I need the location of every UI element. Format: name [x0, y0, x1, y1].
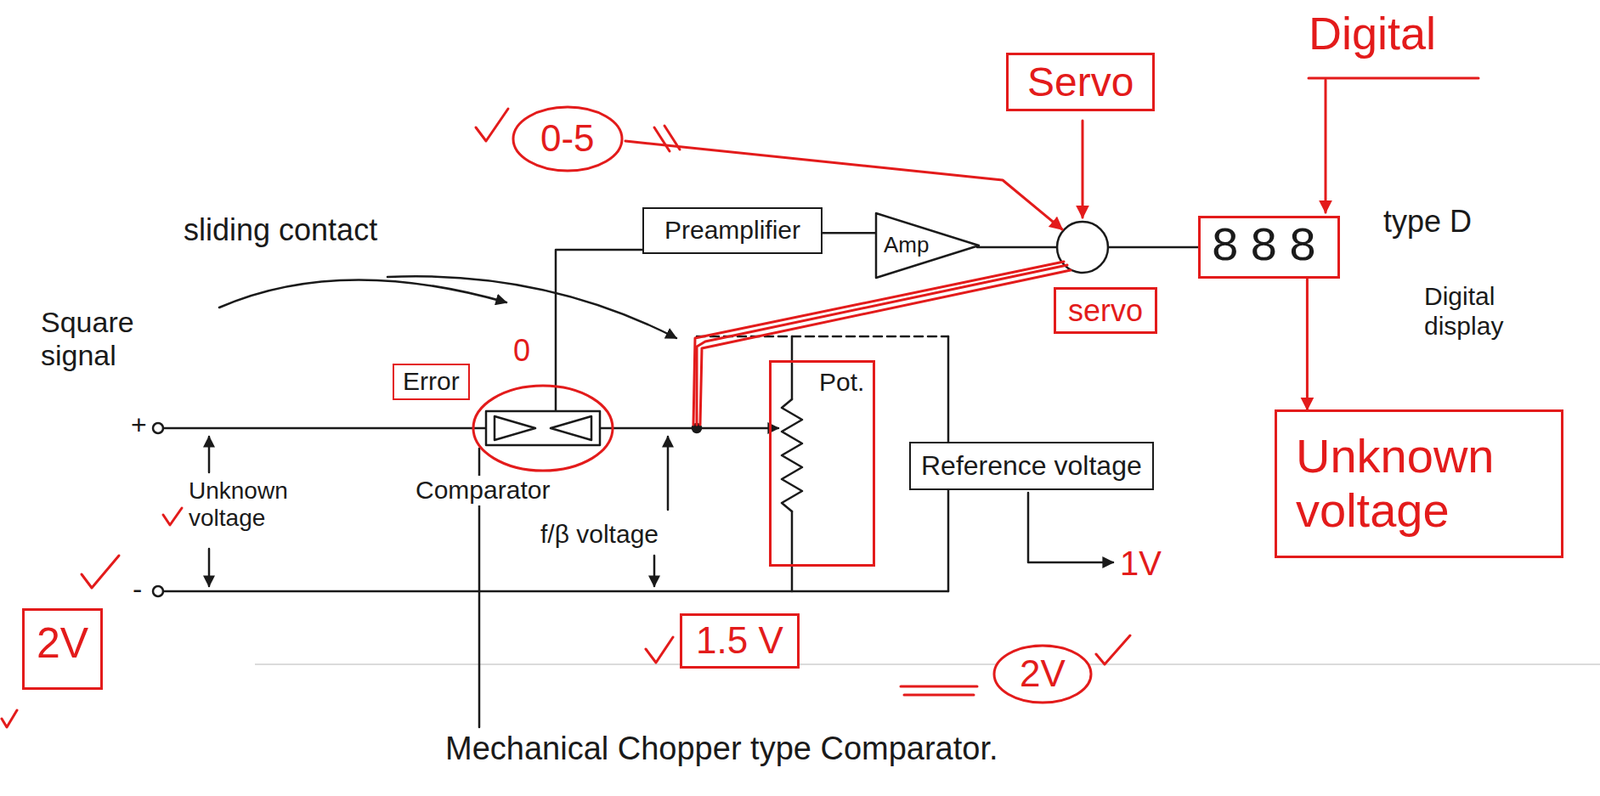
circuit-wire	[781, 399, 803, 512]
circuit-wire	[152, 586, 164, 597]
part-label: Comparator	[412, 475, 553, 506]
circuit-wire	[1108, 246, 1199, 249]
annotation-label: Digital	[1308, 6, 1437, 60]
circuit-wire	[791, 511, 794, 592]
node-text: Preamplifier	[664, 215, 801, 246]
terminal-sign: -	[132, 572, 142, 606]
signal-label: Square signal	[40, 305, 143, 373]
node-text: servo	[1068, 293, 1143, 328]
annotation-mark	[700, 270, 1071, 425]
annotation-mark	[1308, 77, 1479, 80]
input-value-box: 2V	[22, 608, 103, 690]
circuit-wire	[152, 423, 164, 434]
node-text: Unknown voltage	[1295, 429, 1543, 539]
annotation-mark	[645, 637, 673, 663]
annotation-mark	[163, 508, 182, 526]
connector-line	[1306, 278, 1309, 410]
digital-display: 888	[1198, 215, 1340, 279]
node-text: 2V	[1019, 652, 1066, 696]
annotation-mark	[475, 108, 509, 142]
circuit-wire	[599, 427, 779, 430]
annotation-value: 0	[513, 333, 531, 368]
servo-label-box: servo	[1053, 287, 1158, 334]
circuit-wire	[555, 249, 643, 412]
oval-outline	[994, 645, 1092, 703]
node-text: 1.5 V	[695, 619, 784, 663]
reference-voltage-box: Reference voltage	[909, 441, 1154, 491]
circuit-wire	[208, 436, 211, 473]
annotation-mark	[1, 78, 1479, 728]
servo-note-box: Servo	[1006, 52, 1155, 112]
circuit-wire	[152, 221, 1199, 728]
node-text: Pot.	[819, 367, 865, 398]
preamplifier-box: Preamplifier	[642, 207, 823, 255]
potentiometer-box: Pot.	[768, 360, 876, 567]
annotation-mark	[1, 710, 17, 728]
oval-outline	[513, 107, 622, 171]
page-edge-line	[254, 663, 1600, 666]
figure-caption: Mechanical Chopper type Comparator.	[445, 730, 999, 769]
node-text: Error	[402, 367, 460, 397]
circuit-wire	[791, 336, 794, 400]
annotation-mark	[693, 261, 1064, 425]
annotation-mark	[900, 685, 978, 689]
circuit-wire	[163, 590, 949, 594]
part-label: type D	[1383, 203, 1472, 239]
terminal-sign: +	[130, 409, 147, 441]
node-text: Reference voltage	[921, 450, 1143, 482]
annotation-mark	[81, 555, 119, 588]
comparator-symbol	[486, 411, 600, 446]
annotation-mark	[1081, 120, 1085, 218]
annotation-mark	[664, 125, 680, 150]
annotation-value: 1V	[1119, 543, 1162, 583]
annotation-mark	[904, 694, 974, 697]
circuit-wire	[667, 436, 670, 510]
amplifier-outline	[876, 213, 979, 278]
amplifier-triangle: Amp	[875, 212, 980, 279]
circuit-wire	[163, 427, 487, 430]
circuit-wire	[1028, 492, 1114, 563]
node-text: 2V	[36, 619, 89, 669]
signal-label: f/β voltage	[540, 520, 659, 550]
circuit-wire	[208, 548, 211, 587]
node-text: Amp	[883, 232, 929, 259]
part-label: Digital display	[1424, 282, 1544, 341]
circuit-wire	[977, 246, 1058, 249]
feedback-value-box: 1.5 V	[679, 613, 800, 669]
circuit-wire	[653, 555, 656, 587]
signal-label: Unknown voltage	[188, 477, 300, 532]
reference-value-oval: 2V	[992, 644, 1093, 705]
comparator-symbol	[486, 411, 600, 446]
output-box: Unknown voltage	[1274, 409, 1564, 559]
annotation-mark	[1096, 635, 1131, 665]
error-box: Error	[392, 363, 470, 401]
circuit-wire	[219, 279, 507, 308]
page-edge-line	[254, 664, 1600, 666]
range-oval: 0-5	[511, 105, 624, 173]
comparator-symbol	[550, 416, 592, 441]
connector-line	[822, 231, 876, 235]
annotation-mark	[1324, 79, 1328, 213]
node-text: Servo	[1027, 58, 1134, 106]
annotation-mark	[473, 385, 613, 471]
annotation-mark	[696, 265, 1068, 425]
node-text: 0-5	[540, 117, 595, 161]
comparator-symbol	[494, 416, 536, 441]
node-text: 888	[1210, 220, 1328, 275]
part-label: sliding contact	[183, 212, 378, 248]
